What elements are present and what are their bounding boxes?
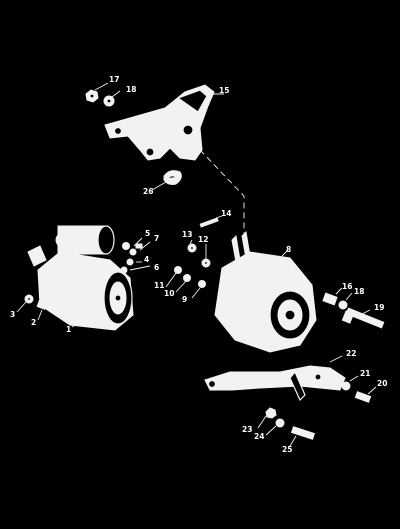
callout-10: 10 [164,289,174,298]
washer-21 [341,381,351,391]
callout-7: 7 [154,234,159,243]
bolt-20 [354,391,372,403]
callout-3: 3 [10,310,15,319]
starter-motor [27,225,134,331]
callout-15: 15 [219,86,229,95]
callout-6: 6 [154,263,159,272]
callout-24: 24 [254,432,264,441]
spacer-16 [322,292,338,306]
callout-11: 11 [154,281,164,290]
clip-26 [163,170,182,185]
callout-1: 1 [66,325,71,334]
callout-22: 22 [346,349,356,358]
callout-2: 2 [31,318,36,327]
callout-19: 19 [374,303,384,312]
alternator [214,230,317,353]
bolt-19 [341,307,385,329]
callout-4: 4 [144,255,149,264]
callout-5: 5 [145,229,150,238]
pin-14 [199,217,219,228]
washer-24 [275,418,285,428]
callout-13: 13 [182,230,192,239]
mounting-bracket [104,84,224,161]
nut-17 [85,89,99,103]
callout-16: 16 [342,282,352,291]
callout-14: 14 [221,209,231,218]
adjusting-link-22 [204,365,346,402]
callout-23: 23 [242,425,252,434]
washer-18-right [338,300,348,310]
callout-21: 21 [360,369,370,378]
washer-3 [24,294,34,304]
callout-18-top: 18 [126,85,136,94]
callout-9: 9 [182,295,187,304]
bolt-2 [36,300,48,310]
callout-26: 26 [143,187,153,196]
callout-18-right: 18 [354,287,364,296]
washer-18-top [103,95,115,107]
callout-17: 17 [109,75,119,84]
nut-23 [265,407,277,419]
terminal-nuts [120,242,143,274]
callout-8: 8 [286,245,291,254]
callout-12: 12 [198,235,208,244]
callout-20: 20 [377,379,387,388]
washers-9-13 [174,243,211,288]
callout-25: 25 [282,445,292,454]
bolt-25 [290,426,316,440]
